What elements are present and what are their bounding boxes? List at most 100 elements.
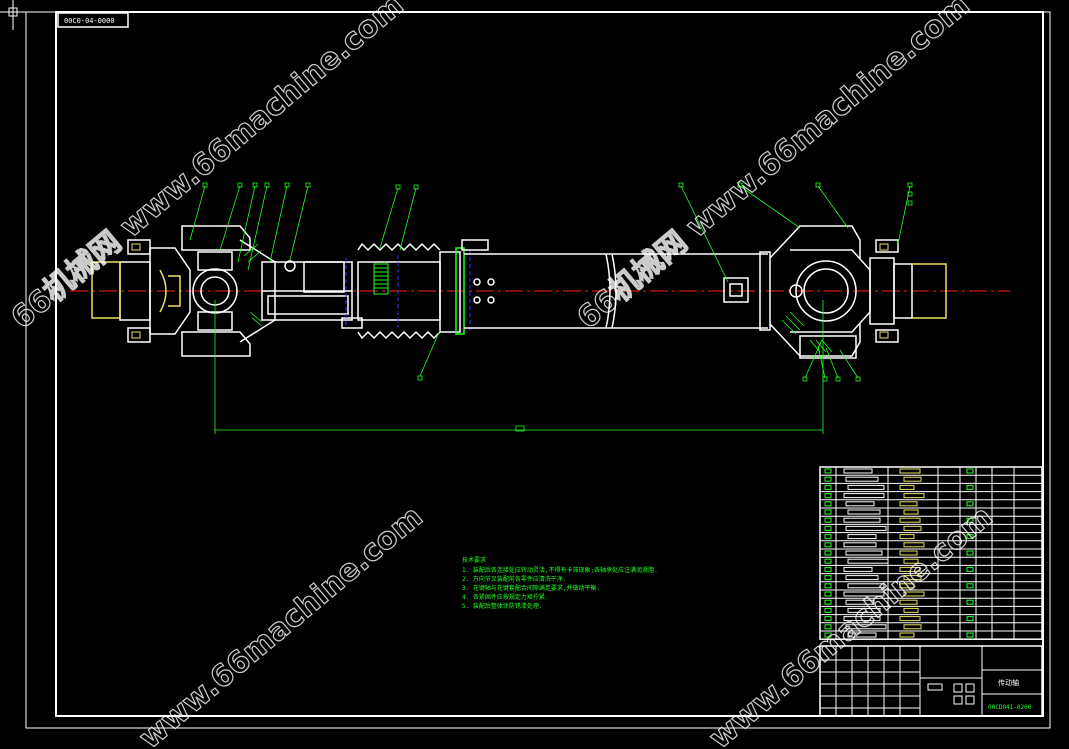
stamp-box — [57, 12, 129, 28]
tech-req-heading: 技术要求 — [462, 556, 486, 564]
bom-row-name — [847, 583, 885, 589]
bom-row-material — [899, 616, 921, 622]
bom-row-name — [845, 624, 887, 630]
bom-row-index — [824, 484, 832, 490]
bom-row-material — [903, 509, 919, 515]
bom-row-name — [847, 607, 881, 613]
bom-row-name — [845, 501, 875, 507]
bom-row-qty — [966, 468, 974, 474]
bom-row-material — [899, 468, 921, 474]
part-title: 传动轴 — [998, 678, 1019, 687]
bom-row-index — [824, 509, 832, 515]
bom-row-material — [903, 591, 925, 597]
watermark: 66机械网 www.66machine.com — [571, 0, 977, 336]
stamp-label: 00C0-04-0000 — [64, 17, 115, 25]
bom-row-name — [845, 550, 883, 556]
bom-row-name — [847, 632, 877, 638]
bom-row-index — [824, 468, 832, 474]
spline-sleeve — [261, 260, 363, 329]
bom-row-qty — [966, 566, 974, 572]
bom-row-index — [824, 591, 832, 597]
bom-row-material — [903, 493, 925, 499]
bom-row-material — [899, 517, 921, 523]
bom-row-name — [845, 525, 887, 531]
bom-row-index — [824, 525, 832, 531]
bom-row-material — [899, 550, 918, 556]
bom-row-material — [899, 501, 918, 507]
bom-row-name — [843, 493, 885, 499]
watermark: 66机械网 www.66machine.com — [5, 0, 411, 336]
tech-req-note: 2. 万向节叉装配前各零件应清洗干净. — [462, 575, 566, 583]
bom-row-name — [847, 484, 885, 490]
bom-row-qty — [966, 616, 974, 622]
bom-row-material — [899, 632, 915, 638]
bom-row-index — [824, 501, 832, 507]
bom-row-qty — [966, 534, 974, 540]
bom-row-qty — [966, 501, 974, 507]
bom-row-qty — [966, 599, 974, 605]
bom-row-index — [824, 616, 832, 622]
bom-row-material — [899, 599, 918, 605]
right-yoke-hatch — [781, 311, 833, 353]
bom-row-index — [824, 517, 832, 523]
part-leader-lines — [189, 185, 911, 379]
bom-row-index — [824, 575, 832, 581]
bom-row-name — [847, 534, 877, 540]
bom-row-index — [824, 476, 832, 482]
left-yoke-hatch — [243, 243, 263, 327]
bom-row-index — [824, 542, 832, 548]
bom-row-qty — [966, 583, 974, 589]
sheet-inner-frame — [55, 11, 1044, 717]
bom-row-index — [824, 607, 832, 613]
main-tube — [464, 251, 771, 331]
sheet-outer-frame — [25, 11, 1051, 729]
bom-row-index — [824, 550, 832, 556]
bom-row-material — [899, 534, 915, 540]
drawing-code: 00CD041-0200 — [988, 704, 1032, 711]
bom-row-material — [899, 583, 915, 589]
bom-row-material — [899, 566, 921, 572]
bom-row-name — [847, 558, 889, 564]
crosshair-cursor-icon — [0, 0, 26, 30]
bom-row-name — [843, 542, 877, 548]
parts-list-table — [819, 466, 1043, 640]
bom-row-material — [903, 607, 919, 613]
bom-row-index — [824, 558, 832, 564]
bom-row-name — [845, 599, 875, 605]
watermark: www.66machine.com — [133, 499, 430, 749]
bom-row-material — [903, 575, 922, 581]
tech-req-note: 4. 各紧固件应按规定力矩拧紧. — [462, 593, 548, 601]
tech-req-note: 3. 花键轴与花键套配合间隙满足要求,并做动平衡. — [462, 584, 600, 592]
watermark: www.66machine.com — [703, 499, 1000, 749]
length-dimension — [214, 300, 824, 434]
bom-row-index — [824, 566, 832, 572]
right-universal-joint — [769, 225, 947, 359]
shaft-flange — [439, 239, 495, 335]
bom-row-name — [843, 517, 881, 523]
bom-row-name — [845, 575, 879, 581]
bom-row-name — [843, 616, 881, 622]
bom-row-material — [903, 476, 922, 482]
bom-row-qty — [966, 517, 974, 523]
bolt-heads — [131, 243, 889, 339]
bom-row-index — [824, 583, 832, 589]
bom-row-material — [903, 542, 925, 548]
bom-row-index — [824, 534, 832, 540]
bom-row-qty — [966, 484, 974, 490]
bom-row-index — [824, 599, 832, 605]
title-block — [819, 645, 1043, 717]
bom-row-name — [843, 566, 873, 572]
tech-req-note: 5. 装配后整体涂防锈漆处理. — [462, 602, 542, 610]
bom-row-name — [847, 509, 881, 515]
bom-row-index — [824, 632, 832, 638]
bom-row-qty — [966, 550, 974, 556]
tech-req-note: 1. 装配后各连接处应转动灵活,不得有卡滞现象;各轴承处应注满润滑脂. — [462, 566, 658, 574]
bom-row-name — [843, 591, 885, 597]
bom-row-material — [899, 484, 915, 490]
bom-row-name — [843, 468, 873, 474]
bom-row-material — [903, 525, 922, 531]
hidden-lines — [345, 250, 471, 332]
bom-row-material — [903, 624, 922, 630]
bom-row-index — [824, 624, 832, 630]
technical-requirements: 技术要求 1. 装配后各连接处应转动灵活,不得有卡滞现象;各轴承处应注满润滑脂.… — [462, 556, 658, 610]
